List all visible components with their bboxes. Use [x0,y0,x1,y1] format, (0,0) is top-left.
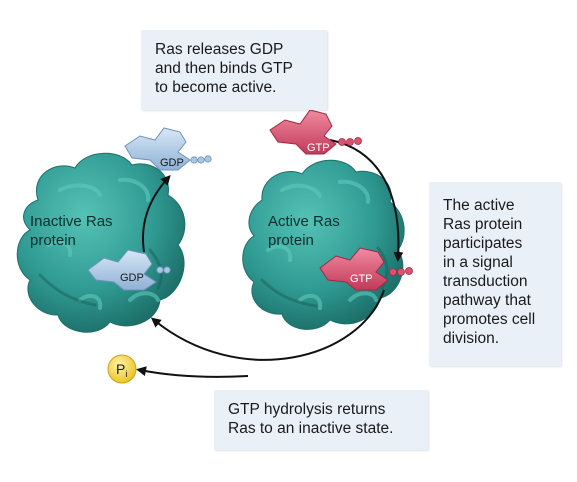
gtp-incoming-label: GTP [307,142,330,154]
arrow-gtp-hydrolysis [150,289,385,361]
gtp-incoming-molecule: GTP [269,109,362,155]
note-right-line2: Ras protein [443,216,523,233]
gdp-bound-molecule: GDP [87,249,171,291]
gtp-bound-label: GTP [350,273,373,285]
note-top-line1: Ras releases GDP [155,41,284,58]
inactive-ras-label-line2: protein [30,232,76,249]
note-right-line7: promotes cell [443,311,536,328]
note-right-line4: in a signal [443,254,513,271]
arrow-gtp-binding [329,139,404,262]
active-ras-label-line1: Active Ras [268,213,340,230]
note-right-line1: The active [443,197,515,214]
note-top-line3: to become active. [155,79,277,96]
note-right-line5: transduction [443,273,528,290]
gdp-released-molecule: GDP [124,127,212,171]
active-ras-label-line2: protein [268,232,314,249]
gdp-bound-label: GDP [120,272,144,284]
phosphate-pi: Pi [107,354,137,384]
note-gtp-binding: Ras releases GDP and then binds GTP to b… [141,30,327,110]
note-right-line6: pathway that [443,292,531,309]
note-bottom-line1: GTP hydrolysis returns [228,401,386,418]
arrow-gdp-release [142,175,171,253]
gtp-bound-molecule: GTP [319,247,413,291]
arrow-pi-release [136,366,249,378]
pi-label: Pi [116,361,127,379]
note-right-line3: participates [443,235,523,252]
note-gtp-hydrolysis: GTP hydrolysis returns Ras to an inactiv… [214,390,428,450]
active-ras-protein [242,159,405,330]
inactive-ras-label-line1: Inactive Ras [30,213,113,230]
note-active-ras: The active Ras protein participates in a… [429,182,561,366]
gdp-released-label: GDP [160,157,184,169]
note-right-line8: division. [443,330,499,347]
note-top-line2: and then binds GTP [155,60,293,77]
note-bottom-line2: Ras to an inactive state. [228,420,394,437]
